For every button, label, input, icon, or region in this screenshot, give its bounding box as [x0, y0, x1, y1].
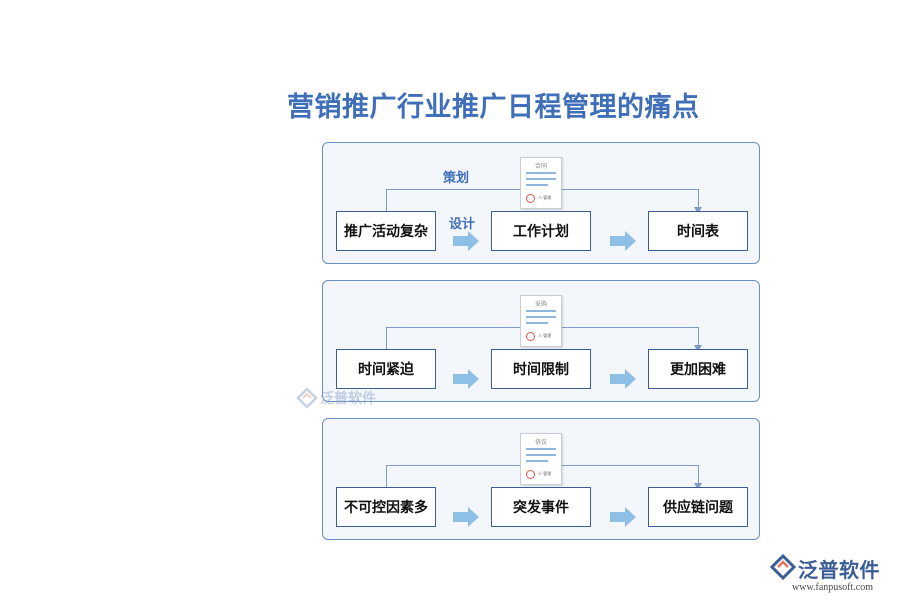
brand-logo: 泛普软件 www.fanpusoft.com — [770, 552, 895, 596]
pain-point-panel-2: 采购 人·管理 时间紧迫 时间限制 更加困难 — [322, 280, 760, 402]
flow-arrow-icon — [453, 507, 479, 527]
step-box: 不可控因素多 — [336, 487, 436, 527]
contract-document-icon: 合同 人·管理 — [520, 157, 562, 209]
label-design: 设计 — [449, 217, 476, 232]
step-box: 时间限制 — [491, 349, 591, 389]
fanpu-logo-icon — [770, 554, 796, 581]
flow-arrow-icon — [610, 231, 636, 251]
flow-arrow-icon — [610, 369, 636, 389]
flow-arrow-icon — [610, 507, 636, 527]
pain-point-panel-1: 合同 人·管理 策划 设计 推广活动复杂 工作计划 时间表 — [322, 142, 760, 264]
step-box: 推广活动复杂 — [336, 211, 436, 251]
step-box: 供应链问题 — [648, 487, 748, 527]
step-box: 工作计划 — [491, 211, 591, 251]
step-box: 突发事件 — [491, 487, 591, 527]
flow-arrow-icon — [453, 231, 479, 251]
connector-arrowhead — [694, 345, 702, 352]
step-box: 时间紧迫 — [336, 349, 436, 389]
step-box: 更加困难 — [648, 349, 748, 389]
step-box: 时间表 — [648, 211, 748, 251]
watermark: 泛普软件 — [296, 387, 376, 409]
fanpu-logo-icon — [296, 387, 318, 409]
purchase-document-icon: 采购 人·管理 — [520, 295, 562, 347]
connector-arrowhead — [694, 483, 702, 490]
connector-arrowhead — [694, 207, 702, 214]
pain-point-panel-3: 协议 人·管理 不可控因素多 突发事件 供应链问题 — [322, 418, 760, 540]
page-title: 营销推广行业推广日程管理的痛点 — [287, 92, 700, 123]
flow-arrow-icon — [453, 369, 479, 389]
agreement-document-icon: 协议 人·管理 — [520, 433, 562, 485]
label-planning: 策划 — [443, 171, 470, 186]
